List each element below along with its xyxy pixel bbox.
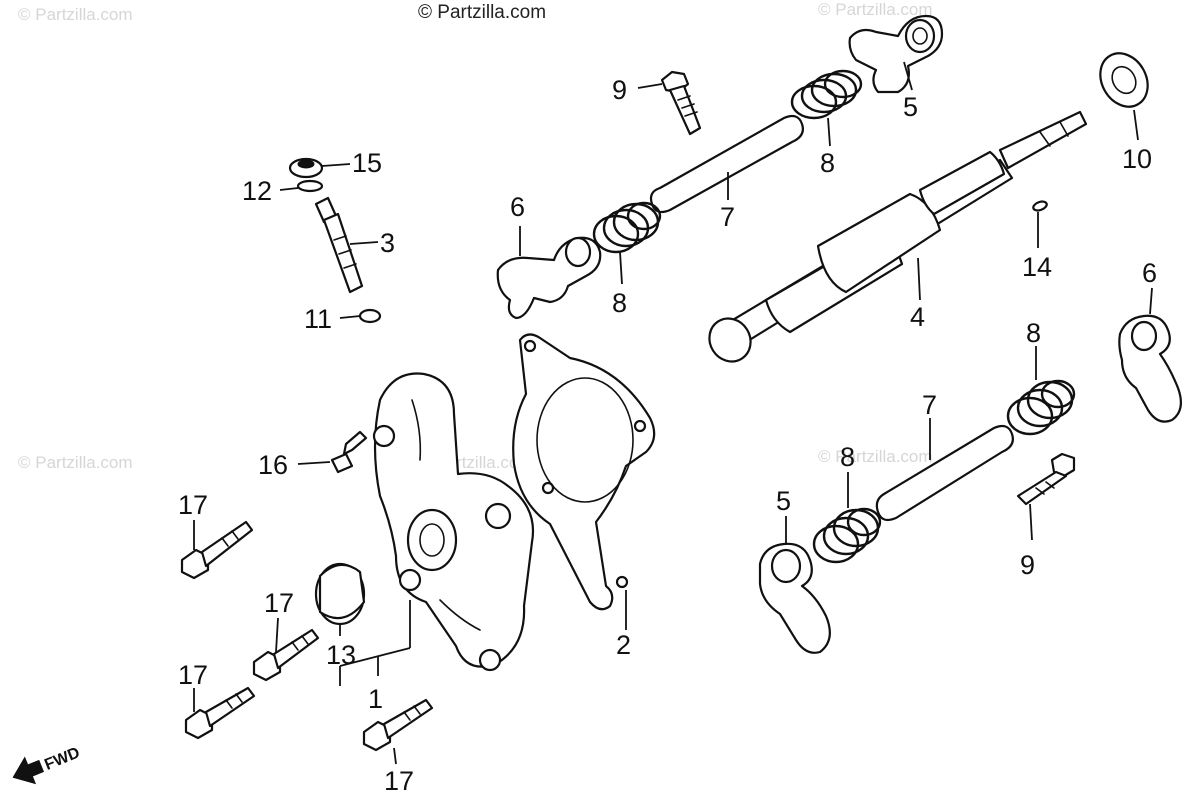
callout-8-right: 8: [1026, 318, 1041, 348]
callout-8-lower: 8: [840, 442, 855, 472]
callout-6-right: 6: [1142, 258, 1157, 288]
callout-17-a: 17: [178, 490, 208, 520]
fwd-label: FWD: [42, 744, 82, 773]
part-11-clip: [339, 308, 382, 324]
part-14-dowel-pin: [1032, 200, 1048, 248]
callout-10: 10: [1122, 144, 1152, 174]
callout-11: 11: [304, 304, 332, 334]
callout-17-b: 17: [264, 588, 294, 618]
part-17-bolt-d: [362, 698, 434, 765]
part-13-cap: [314, 562, 366, 636]
callout-13: 13: [326, 640, 356, 670]
watermark-mid-left: © Partzilla.com: [18, 453, 133, 472]
part-7-shift-rod-upper: [649, 114, 804, 214]
part-2-gasket: [512, 333, 656, 630]
callout-2: 2: [616, 630, 631, 660]
part-4-shift-drum: [708, 110, 1088, 363]
callout-7-lower: 7: [922, 390, 937, 420]
part-8-spring-left: [592, 201, 662, 285]
part-1-housing: [339, 372, 534, 686]
part-17-bolt-b: [252, 617, 320, 682]
callout-6-left: 6: [510, 192, 525, 222]
part-5-shift-fork-lower: [758, 516, 831, 654]
watermark-top-right: © Partzilla.com: [818, 0, 933, 19]
watermark-top-left: © Partzilla.com: [18, 5, 133, 24]
watermark-mid-right: © Partzilla.com: [818, 447, 933, 466]
part-17-bolt-a: [180, 520, 254, 580]
callout-8-left: 8: [612, 288, 627, 318]
part-6-shift-fork-right: [1118, 287, 1183, 423]
part-3-stopper-pin: [314, 196, 379, 294]
part-17-bolt-c: [184, 686, 256, 740]
part-8-spring-right: [1006, 346, 1076, 436]
fwd-arrow-icon: FWD: [12, 744, 82, 785]
part-9-bolt-lower: [1016, 452, 1076, 541]
part-7-shift-rod-lower: [875, 418, 1014, 522]
part-9-bolt-top: [637, 70, 702, 136]
callout-1: 1: [368, 684, 383, 714]
callout-5-lower: 5: [776, 486, 791, 516]
callout-14: 14: [1022, 252, 1052, 282]
callout-5-top: 5: [903, 92, 918, 122]
part-10-washer: [1099, 52, 1149, 141]
callout-9-lower: 9: [1020, 550, 1035, 580]
watermark-top-center: © Partzilla.com: [418, 2, 546, 23]
part-5-shift-fork-top: [848, 14, 944, 94]
callout-7-top: 7: [720, 202, 735, 232]
part-8-spring-top: [790, 69, 863, 147]
callout-4: 4: [910, 302, 925, 332]
callout-9-top: 9: [612, 75, 627, 105]
part-16-screw: [297, 430, 368, 474]
callout-12: 12: [242, 176, 272, 206]
part-8-spring-lower: [812, 472, 882, 564]
part-12-washer-small: [279, 179, 324, 193]
callout-3: 3: [380, 228, 395, 258]
callout-15: 15: [352, 148, 382, 178]
callout-8-top: 8: [820, 148, 835, 178]
part-15-nut: [288, 157, 351, 179]
part-6-shift-fork-left: [496, 226, 602, 320]
callout-16: 16: [258, 450, 288, 480]
callout-17-d: 17: [384, 766, 414, 796]
callout-17-c: 17: [178, 660, 208, 690]
